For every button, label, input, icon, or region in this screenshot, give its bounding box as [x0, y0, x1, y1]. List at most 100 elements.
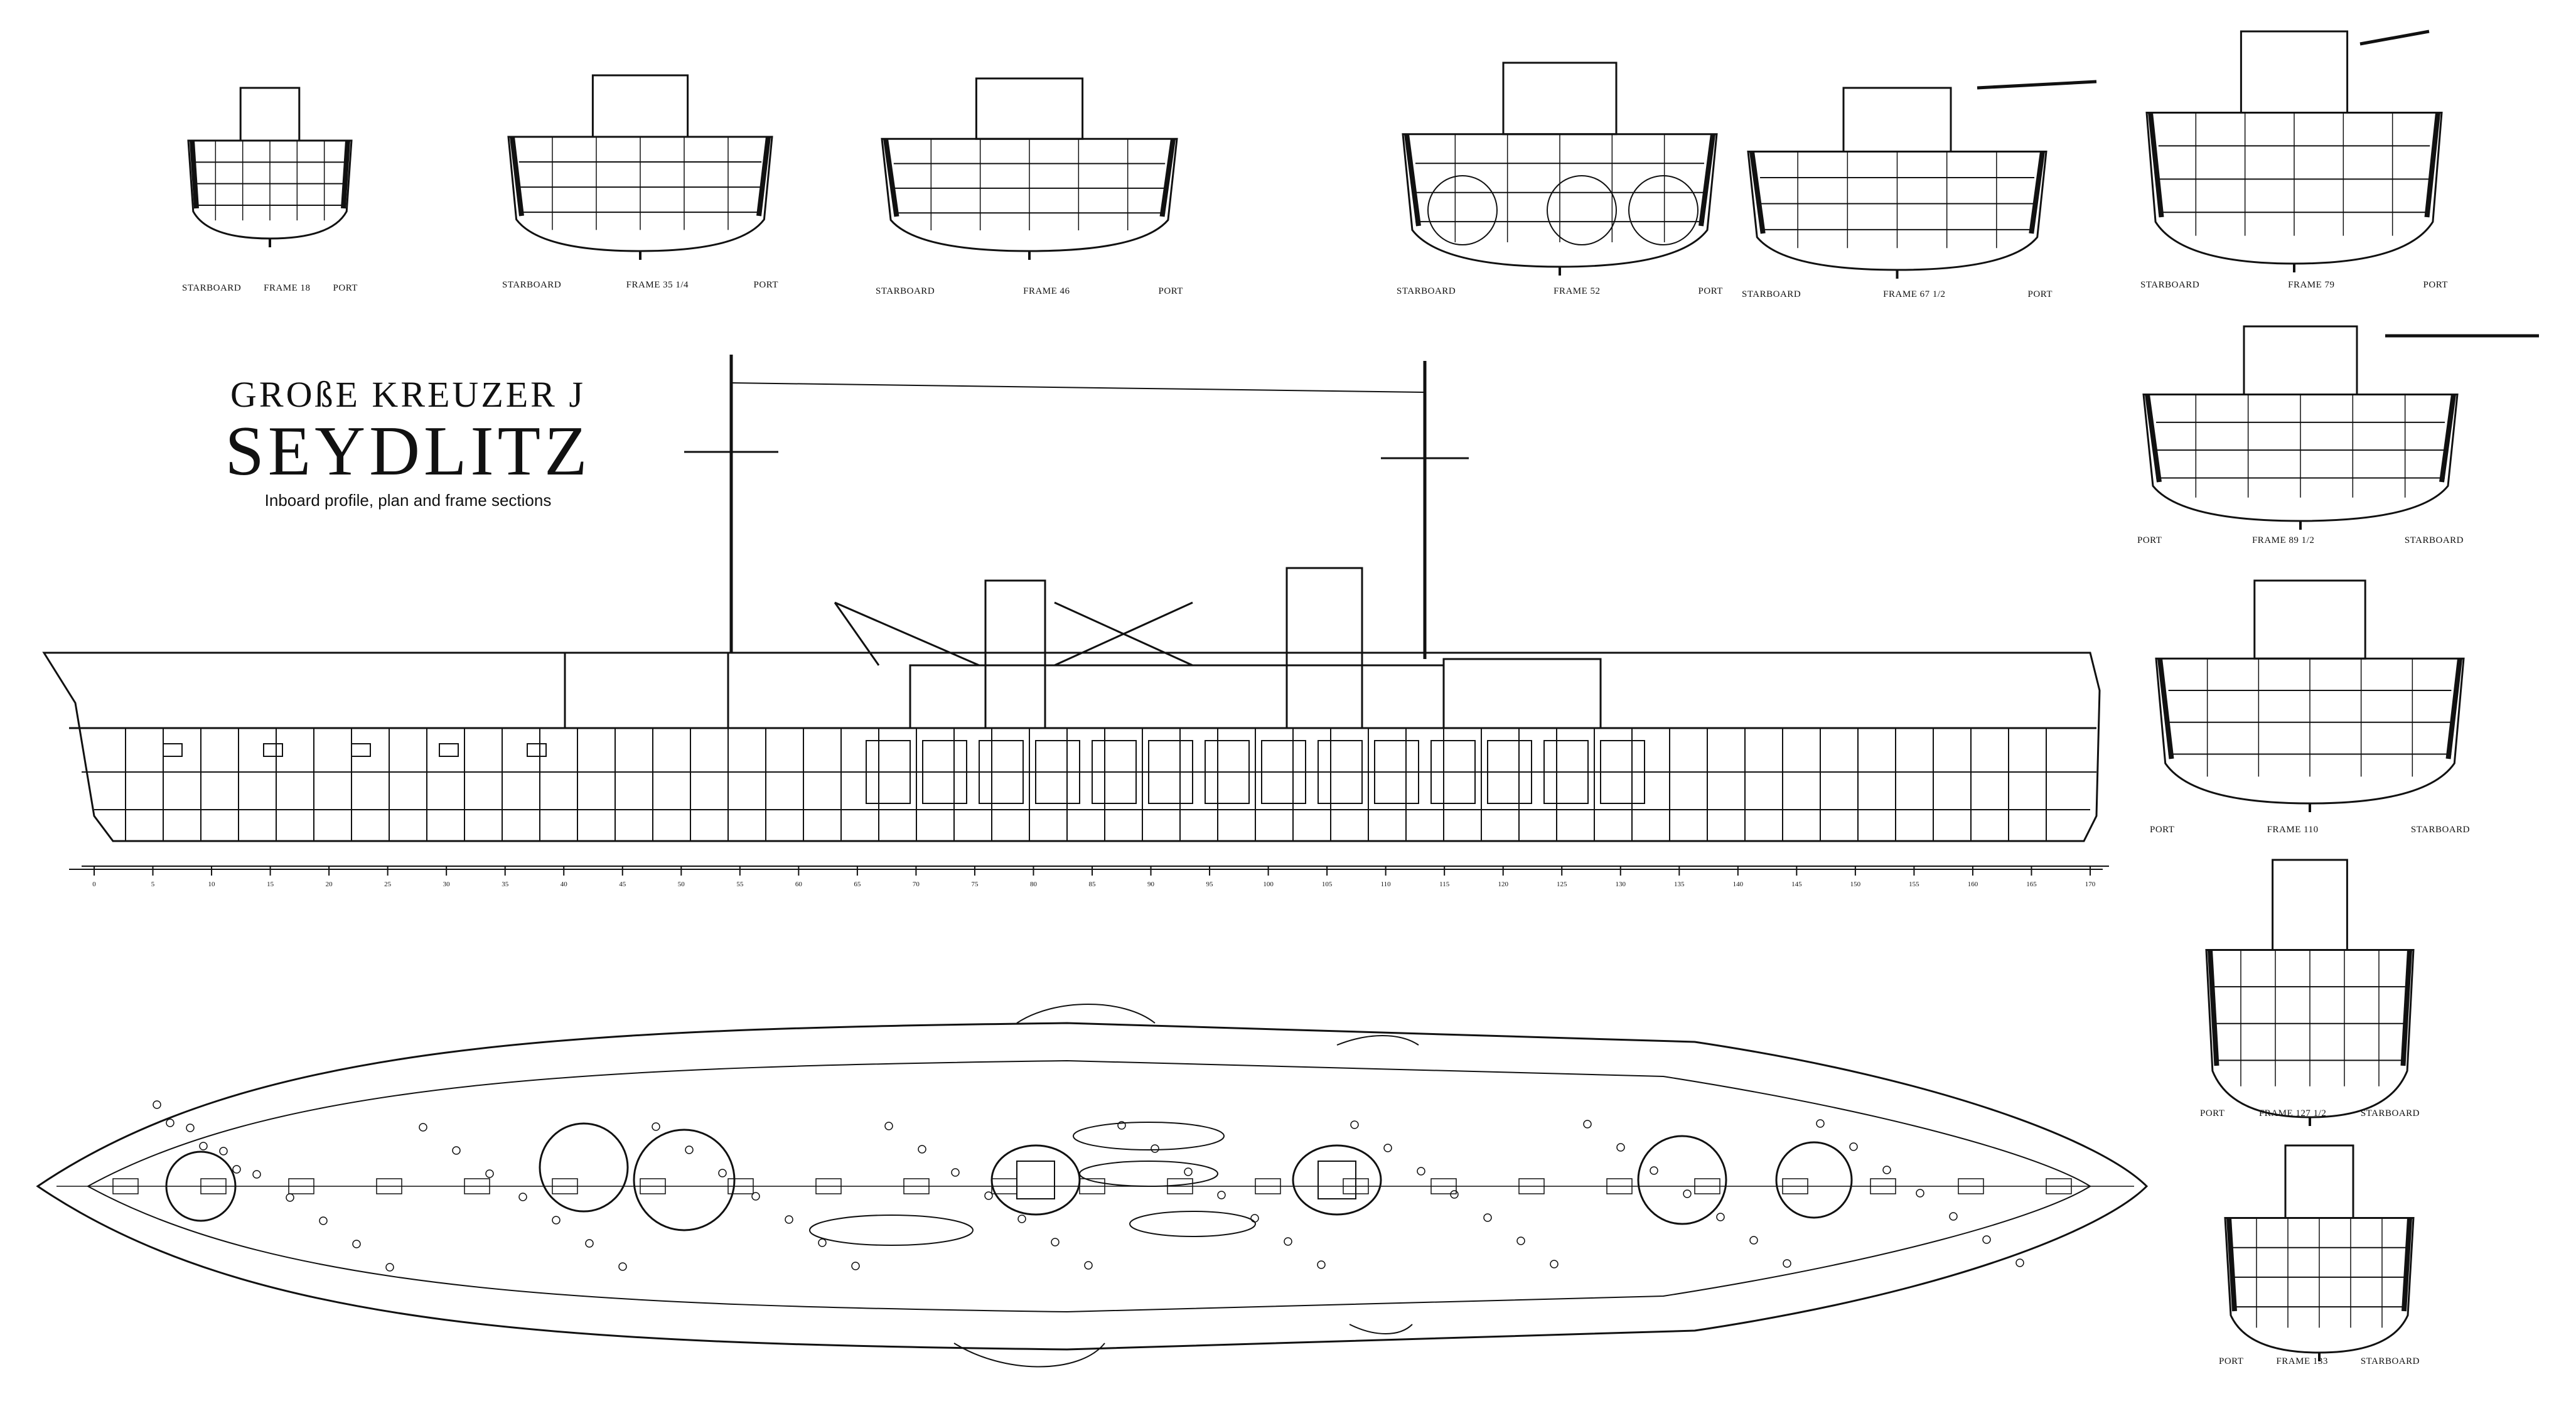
turret-gun	[2359, 29, 2430, 46]
section-belt	[2145, 394, 2162, 483]
section-superstructure	[2272, 859, 2348, 951]
deck-hatch	[1518, 1178, 1545, 1194]
scale-label: 130	[1616, 881, 1626, 888]
deck-fitting	[286, 1193, 294, 1202]
section-belt	[2402, 1218, 2412, 1312]
mast-stay	[731, 382, 1425, 393]
deck-hatch	[1343, 1178, 1369, 1194]
deck-fitting	[2015, 1258, 2024, 1267]
deck-fitting	[1217, 1191, 1226, 1199]
scale-label: 125	[1557, 881, 1567, 888]
deck-fitting	[232, 1165, 241, 1174]
deck-fitting	[1916, 1189, 1924, 1198]
deck-fitting	[1550, 1260, 1559, 1268]
deck-fitting	[685, 1145, 694, 1154]
fore-crane	[834, 601, 980, 667]
section-superstructure	[2240, 30, 2349, 114]
deck-fitting	[1184, 1167, 1193, 1176]
deck-fitting	[166, 1118, 174, 1127]
machinery-bay	[1148, 740, 1193, 804]
deck-hatch	[1870, 1178, 1896, 1194]
deck-hatch	[2046, 1178, 2072, 1194]
caption-frame: FRAME 46	[1023, 286, 1070, 296]
deck-fitting	[1483, 1213, 1492, 1222]
deck-fitting	[618, 1262, 627, 1271]
machinery-bay	[1430, 740, 1476, 804]
deck-fitting	[785, 1215, 793, 1224]
fore-superstructure	[564, 652, 729, 729]
deck-fitting	[1716, 1213, 1725, 1221]
scale-label: 160	[1968, 881, 1978, 888]
section-hull	[187, 139, 353, 240]
caption-side-right: STARBOARD	[2360, 1356, 2420, 1366]
section-belt	[2445, 658, 2462, 759]
deck-fitting	[1949, 1212, 1958, 1221]
deck-hatch	[1958, 1178, 1984, 1194]
frame-section-2	[507, 74, 773, 260]
section-superstructure	[239, 87, 301, 142]
deck-fitting	[518, 1193, 527, 1201]
turret-a	[165, 1150, 237, 1222]
section-belt	[2424, 112, 2440, 218]
ship-name: SEYDLITZ	[225, 412, 591, 490]
scuttle	[163, 743, 183, 757]
deck-fitting	[1051, 1238, 1060, 1247]
caption-frame: FRAME 110	[2267, 825, 2319, 835]
caption-side-left: STARBOARD	[1742, 289, 1801, 299]
scale-label: 35	[502, 881, 509, 888]
scale-label: 90	[1147, 881, 1155, 888]
scale-label: 80	[1030, 881, 1038, 888]
machinery-bay	[1318, 740, 1363, 804]
section-hull	[507, 136, 773, 252]
section-belt	[1159, 138, 1176, 217]
deck-fitting	[718, 1169, 727, 1177]
scale-label: 0	[92, 881, 96, 888]
deck-fitting	[1117, 1121, 1126, 1130]
deck-hatch	[112, 1178, 139, 1194]
turret-c	[633, 1129, 736, 1231]
deck-hatch	[376, 1178, 402, 1194]
frame-section-1	[187, 87, 353, 247]
scale-label: 30	[443, 881, 451, 888]
deck-fitting	[884, 1122, 893, 1130]
section-superstructure	[1842, 87, 1952, 153]
deck-fitting	[1650, 1166, 1658, 1175]
deck-fitting	[252, 1170, 261, 1179]
section-superstructure	[1502, 62, 1618, 136]
caption-side-right: PORT	[2027, 289, 2053, 299]
scale-label: 75	[971, 881, 979, 888]
deck-hatch	[1079, 1178, 1105, 1194]
drawing-subtitle: Inboard profile, plan and frame sections	[264, 491, 552, 510]
machinery-bay	[1543, 740, 1589, 804]
deck-fitting	[1383, 1144, 1392, 1152]
section-belt	[2439, 394, 2456, 483]
plan-hull	[36, 1022, 2149, 1351]
scale-label: 60	[795, 881, 803, 888]
deck-hatch	[1430, 1178, 1457, 1194]
boat-1	[1073, 1122, 1225, 1150]
scale-label: 70	[913, 881, 920, 888]
deck-fitting	[1849, 1142, 1858, 1151]
caption-side-left: PORT	[2137, 535, 2162, 545]
turret-d	[1637, 1135, 1727, 1225]
machinery-bay	[1092, 740, 1137, 804]
deck-fitting	[751, 1192, 760, 1201]
sponson-top	[1016, 1004, 1156, 1024]
scale-label: 140	[1733, 881, 1744, 888]
section-belt	[190, 140, 199, 209]
scale-label: 20	[326, 881, 333, 888]
caption-side-right: STARBOARD	[2404, 535, 2464, 545]
scale-label: 145	[1791, 881, 1802, 888]
deck-fitting	[851, 1262, 860, 1270]
section-belt	[1699, 134, 1715, 227]
scale-label: 105	[1322, 881, 1333, 888]
aft-crane	[1054, 601, 1193, 667]
section-belt	[883, 138, 899, 217]
deck-fitting	[1982, 1235, 1991, 1244]
machinery-bay	[979, 740, 1024, 804]
section-belt	[1404, 134, 1421, 227]
deck-fitting	[1882, 1166, 1891, 1174]
